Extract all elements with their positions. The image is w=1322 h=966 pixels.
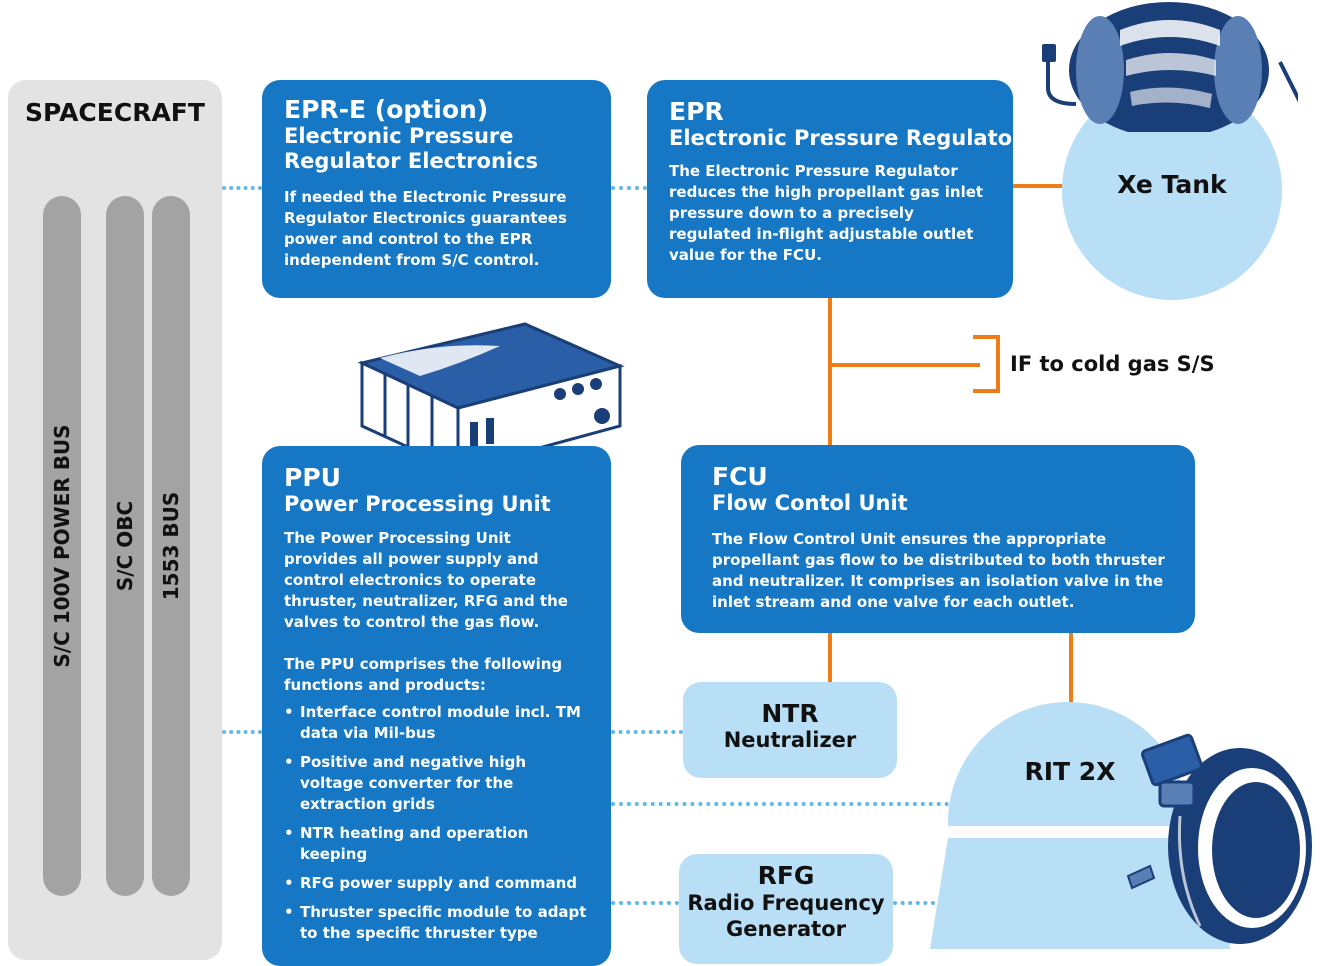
ppu-subtitle: Power Processing Unit xyxy=(284,492,551,516)
epr-subtitle: Electronic Pressure Regulator xyxy=(669,126,1023,150)
rfg-title: RFG xyxy=(757,861,815,890)
1553-bus-bar xyxy=(152,196,190,896)
epr-box: EPR Electronic Pressure Regulator The El… xyxy=(647,80,1023,298)
rit-dome-gap xyxy=(940,826,1200,838)
ntr-subtitle: Neutralizer xyxy=(723,728,857,752)
gas-line-epr-fcu xyxy=(828,298,832,445)
ppu-function-item: Thruster specific module to adapt to the… xyxy=(284,902,589,944)
rit-thruster-image xyxy=(1126,733,1312,944)
connector-rfg-rit xyxy=(893,901,935,905)
power-bus-bar xyxy=(43,196,81,896)
ppu-function-list: Interface control module incl. TM data v… xyxy=(284,702,589,944)
connector-spacecraft-epre xyxy=(222,186,262,190)
power-bus-label: S/C 100V POWER BUS xyxy=(50,424,74,668)
epre-subtitle: Electronic Pressure Regulator Electronic… xyxy=(284,124,539,173)
cold-gas-label: IF to cold gas S/S xyxy=(1010,352,1215,376)
ppu-function-item: Interface control module incl. TM data v… xyxy=(284,702,589,744)
cold-gas-bracket-vertical xyxy=(996,335,1000,393)
ntr-box: NTR Neutralizer xyxy=(683,682,897,778)
ppu-function-item: RFG power supply and command xyxy=(284,873,589,894)
obc-bus-bar xyxy=(106,196,144,896)
ppu-hardware-image xyxy=(357,322,625,470)
rfg-box: RFG Radio Frequency Generator xyxy=(679,854,893,964)
ppu-body-2: The PPU comprises the following function… xyxy=(284,655,563,694)
epre-box: EPR-E (option) Electronic Pressure Regul… xyxy=(262,80,611,298)
xe-tank-image xyxy=(1042,2,1298,132)
cold-gas-bracket-top xyxy=(973,335,999,339)
connector-spacecraft-ppu xyxy=(222,730,262,734)
connector-ppu-rfg xyxy=(611,901,679,905)
gas-line-epr-tank xyxy=(1012,184,1064,188)
epr-title: EPR xyxy=(669,97,724,126)
spacecraft-title: SPACECRAFT xyxy=(25,98,205,127)
ppu-function-item: NTR heating and operation keeping xyxy=(284,823,589,865)
gas-line-branch xyxy=(830,363,980,367)
connector-ppu-ntr xyxy=(611,730,683,734)
fcu-title: FCU xyxy=(712,462,768,491)
rfg-subtitle: Radio Frequency Generator xyxy=(687,891,885,941)
ntr-title: NTR xyxy=(761,699,819,728)
gas-line-fcu-ntr xyxy=(828,632,832,682)
xe-tank-label: Xe Tank xyxy=(1117,170,1227,199)
cold-gas-bracket-bottom xyxy=(973,389,999,393)
gas-line-fcu-rit xyxy=(1069,632,1073,710)
ppu-function-item: Positive and negative high voltage conve… xyxy=(284,752,589,815)
epr-body: The Electronic Pressure Regulator reduce… xyxy=(669,162,984,264)
connector-ppu-rit xyxy=(611,802,957,806)
epre-title: EPR-E (option) xyxy=(284,95,489,124)
ppu-title: PPU xyxy=(284,463,341,492)
connector-epre-epr xyxy=(611,186,647,190)
ppu-body-1: The Power Processing Unit provides all p… xyxy=(284,529,568,631)
ppu-box: PPU Power Processing Unit The Power Proc… xyxy=(262,446,611,966)
fcu-box: FCU Flow Contol Unit The Flow Control Un… xyxy=(681,445,1195,633)
fcu-subtitle: Flow Contol Unit xyxy=(712,491,908,515)
obc-bus-label: S/C OBC xyxy=(113,500,137,592)
epre-body: If needed the Electronic Pressure Regula… xyxy=(284,188,567,269)
rit-label: RIT 2X xyxy=(1024,757,1116,786)
fcu-body: The Flow Control Unit ensures the approp… xyxy=(712,530,1165,611)
1553-bus-label: 1553 BUS xyxy=(159,491,183,601)
